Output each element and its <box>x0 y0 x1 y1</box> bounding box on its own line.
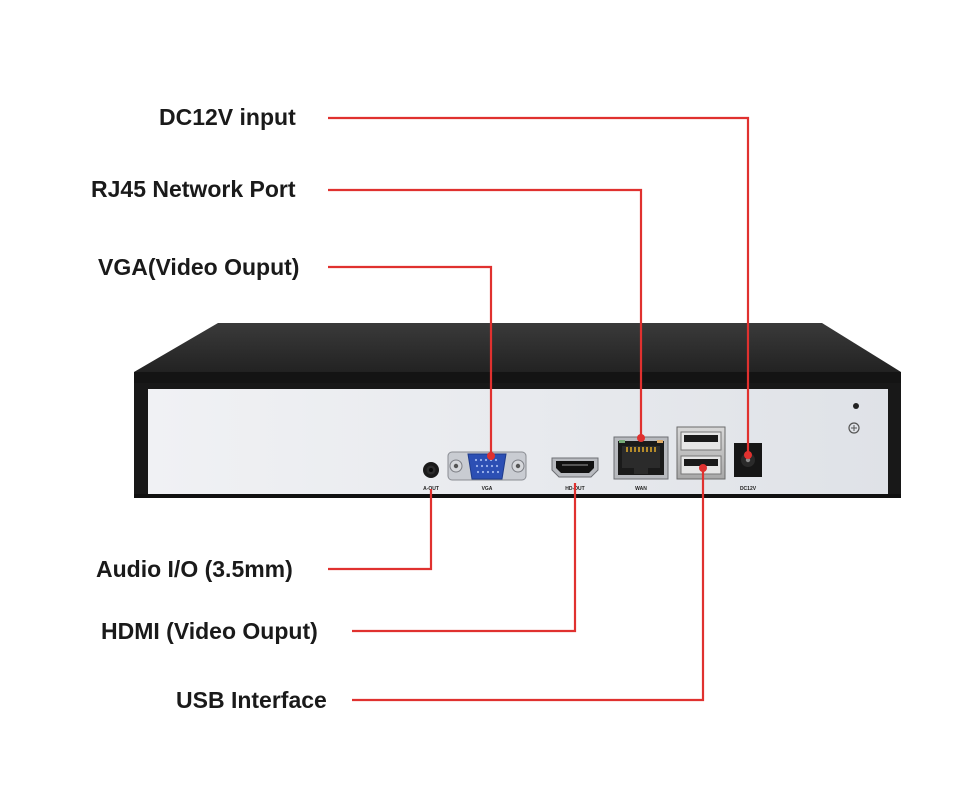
callout-label-hdmi: HDMI (Video Ouput) <box>101 618 318 644</box>
hdmi-port-icon <box>551 457 599 478</box>
endpoint-dot-dc12v <box>744 451 752 459</box>
leader-lines <box>328 116 750 702</box>
leader-line-rj45 <box>328 188 643 438</box>
chassis-body <box>134 383 901 498</box>
port-tag-dc12v: DC12V <box>740 486 757 492</box>
callout-label-dc12v: DC12V input <box>159 104 296 130</box>
vga-port-icon <box>447 451 527 481</box>
callout-label-vga: VGA(Video Ouput) <box>98 254 300 280</box>
callout-label-audio: Audio I/O (3.5mm) <box>96 556 293 582</box>
callout-label-rj45: RJ45 Network Port <box>91 176 296 202</box>
port-tag-wan: WAN <box>635 486 647 492</box>
callout-label-usb: USB Interface <box>176 687 327 713</box>
status-led-icon <box>853 403 859 409</box>
leader-line-usb <box>352 468 705 702</box>
ethernet-port-icon <box>613 436 669 480</box>
endpoint-dot-rj45 <box>637 434 645 442</box>
leader-line-hdmi <box>352 483 577 633</box>
screw-icon <box>848 422 860 434</box>
leader-line-dc12v <box>328 116 750 455</box>
chassis-top <box>134 323 901 385</box>
endpoint-dot-vga <box>487 452 495 460</box>
audio-jack-icon <box>423 462 439 478</box>
leader-endpoints <box>487 434 752 472</box>
leader-line-audio <box>328 489 433 571</box>
leader-line-vga <box>328 265 493 456</box>
port-tag-vga: VGA <box>482 486 493 492</box>
endpoint-dot-usb <box>699 464 707 472</box>
